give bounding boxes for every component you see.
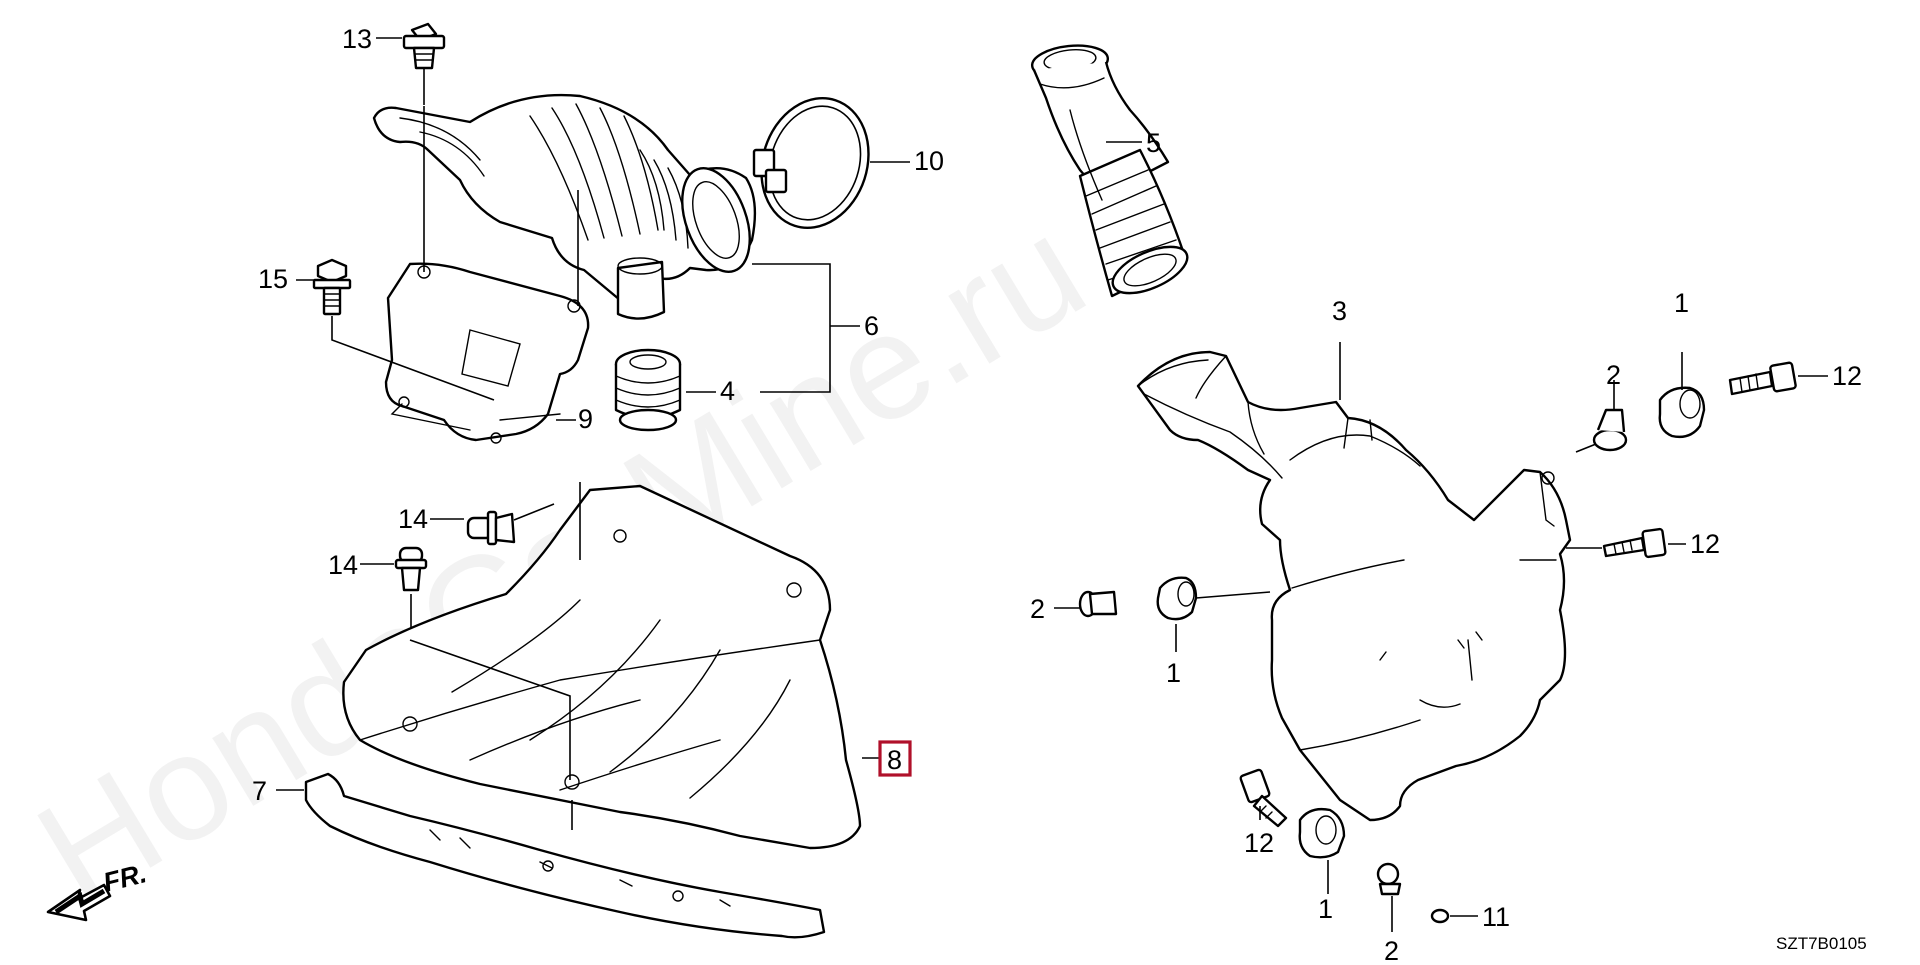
callout-12-upper: 12 (1832, 361, 1862, 391)
diagram-code: SZT7B0105 (1776, 934, 1867, 953)
undercover-8-part (342, 484, 862, 850)
callout-3: 3 (1332, 296, 1347, 326)
collar-2-middle-part (1078, 590, 1118, 618)
callout-13: 13 (342, 24, 372, 54)
callout-10: 10 (914, 146, 944, 176)
callout-12-middle: 12 (1690, 529, 1720, 559)
callout-8: 8 (887, 745, 902, 775)
callout-7: 7 (252, 776, 267, 806)
callout-2-middle: 2 (1030, 594, 1045, 624)
bolt-12-upper-part (1728, 361, 1797, 396)
callout-5: 5 (1146, 128, 1161, 158)
bracket-9-part (384, 262, 590, 444)
callout-2-lower: 2 (1384, 936, 1399, 960)
callout-14-upper: 14 (398, 504, 428, 534)
grommet-4-part (614, 348, 682, 432)
callout-1-lower: 1 (1318, 894, 1333, 924)
collar-2-upper-part (1592, 408, 1628, 452)
grommet-1-middle-part (1156, 576, 1198, 621)
bolt-12-lower-part (1239, 768, 1288, 828)
bolt-13-part (402, 22, 446, 70)
grommet-1-lower-part (1298, 807, 1346, 859)
front-direction-arrow-icon (46, 883, 112, 922)
bolt-12-middle-part (1602, 527, 1667, 559)
callout-15: 15 (258, 264, 288, 294)
air-intake-duct-6-part (372, 93, 757, 320)
callout-14-lower: 14 (328, 550, 358, 580)
bolt-14-lower-part (394, 546, 428, 592)
resonator-duct-5-part (1030, 44, 1189, 298)
clip-11-part (1430, 908, 1450, 924)
callout-11: 11 (1482, 902, 1510, 932)
callout-2-upper: 2 (1606, 360, 1621, 390)
callout-8-highlight-box (878, 740, 912, 777)
bolt-14-upper-part (466, 510, 516, 546)
callout-1-middle: 1 (1166, 658, 1181, 688)
callout-12-lower: 12 (1244, 828, 1274, 858)
callout-9: 9 (578, 404, 593, 434)
callout-4: 4 (720, 376, 735, 406)
deflector-strip-7-part (304, 772, 826, 939)
air-cleaner-box-3-part (1136, 350, 1572, 822)
band-clamp-10-part (752, 97, 870, 229)
callout-6: 6 (864, 311, 879, 341)
clip-2-lower-part (1376, 862, 1402, 896)
callout-1-upper: 1 (1674, 288, 1689, 318)
grommet-1-upper-part (1658, 386, 1706, 439)
bolt-15-part (312, 258, 352, 316)
